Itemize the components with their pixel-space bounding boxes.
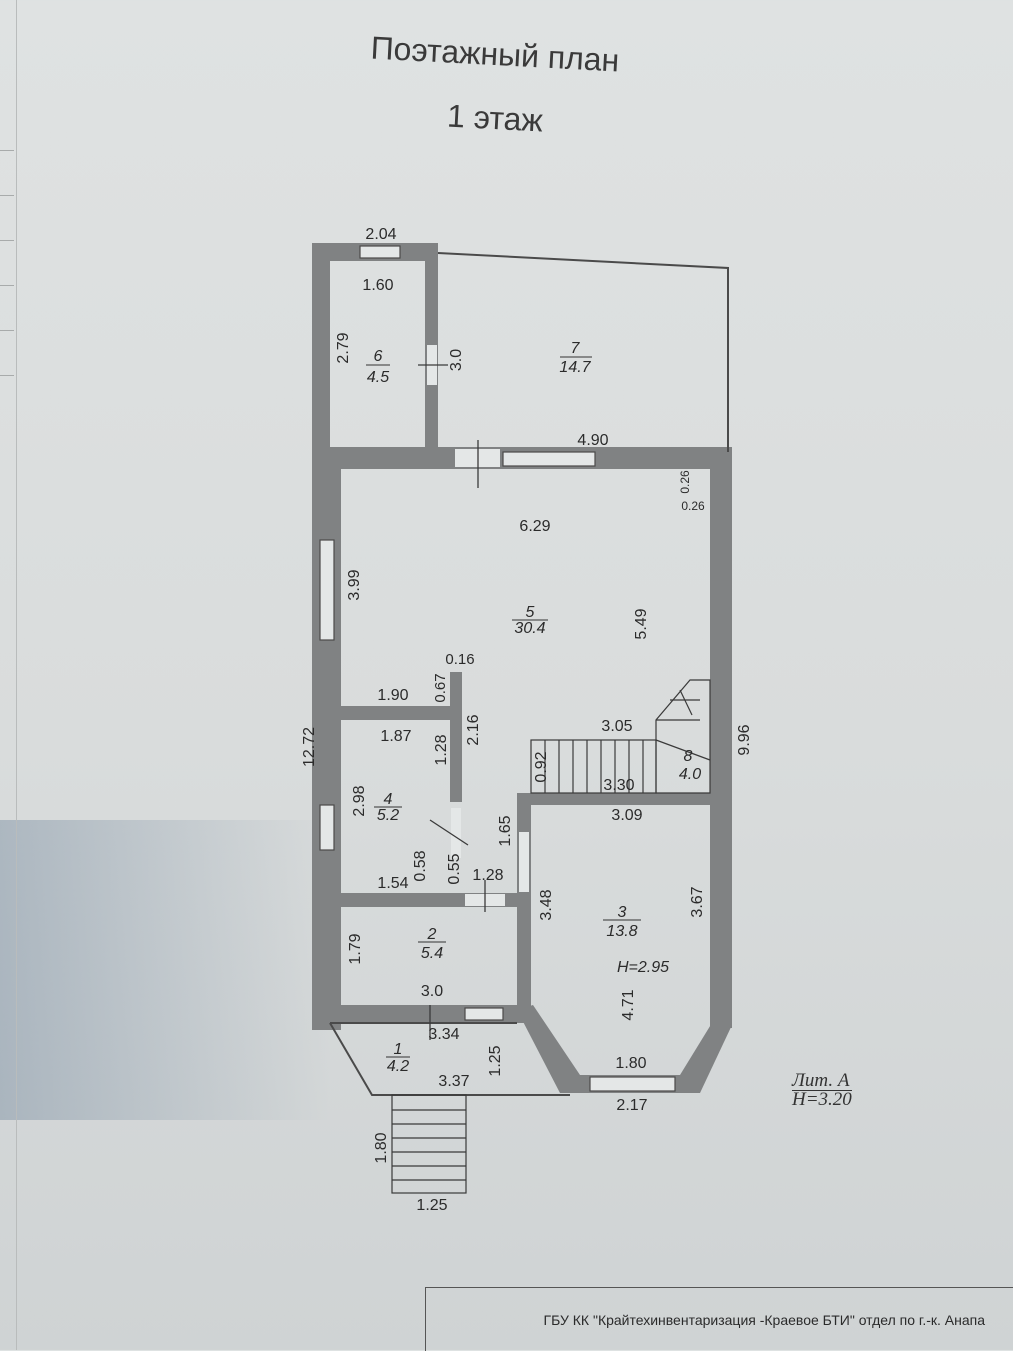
- door-swings: [418, 364, 486, 1040]
- room7-outline: [437, 252, 729, 452]
- room-7-number: 7: [571, 340, 581, 357]
- room-5-number: 5: [526, 604, 535, 621]
- dim-label: 3.09: [611, 807, 642, 824]
- dim-label: 1.80: [615, 1055, 646, 1072]
- room-2-area: 5.4: [421, 945, 443, 962]
- dim-label: 5.49: [633, 608, 650, 639]
- stamp-box: [425, 1287, 1013, 1351]
- room-8-area: 4.0: [679, 766, 701, 783]
- dim-label: 2.16: [465, 714, 482, 745]
- dim-label: 1.28: [472, 867, 503, 884]
- room-5-area: 30.4: [514, 620, 545, 637]
- windows: [319, 245, 676, 1092]
- room-labels: 6 4.5 7 14.7 5 30.4 4 5.2 8 4.0 3 13.8 2…: [366, 340, 701, 1075]
- entrance-steps: [391, 1094, 467, 1194]
- room-1-area: 4.2: [387, 1058, 409, 1075]
- wall-right-3: [710, 793, 732, 1028]
- dim-label: 1.80: [373, 1132, 390, 1163]
- dim-label: 3.99: [346, 569, 363, 600]
- window: [464, 1007, 504, 1021]
- room-6-area: 4.5: [367, 369, 389, 386]
- margin-tick: [0, 330, 14, 331]
- room-2-number: 2: [427, 926, 437, 943]
- room-4-area: 5.2: [377, 807, 399, 824]
- dimension-labels: 2.04 1.60 4.90 0.26 6.29 0.16 1.90 1.87 …: [362, 226, 705, 1214]
- page-margin-line: [0, 0, 17, 1350]
- dim-label: 1.87: [380, 728, 411, 745]
- room-8-number: 8: [684, 748, 693, 765]
- dim-label: 1.65: [497, 815, 514, 846]
- room-3-height: H=2.95: [617, 959, 669, 976]
- dim-label: 12.72: [301, 727, 318, 767]
- room-4-number: 4: [384, 791, 393, 808]
- porch-outline: [329, 1022, 570, 1096]
- wall-top-4: [330, 706, 460, 720]
- dim-label: 4.71: [620, 989, 637, 1020]
- dim-label: 1.25: [416, 1197, 447, 1214]
- dim-label: 1.28: [433, 734, 450, 765]
- lit-height: H=3.20: [792, 1089, 852, 1110]
- window: [589, 1076, 676, 1092]
- photo-shadow: [0, 820, 330, 1120]
- door: [451, 808, 461, 858]
- dim-label: 0.92: [533, 751, 550, 782]
- margin-tick: [0, 195, 14, 196]
- staircase: [530, 679, 711, 794]
- wall-bay-right: [680, 1018, 732, 1093]
- window: [359, 245, 401, 259]
- dim-label: 3.05: [601, 718, 632, 735]
- window: [502, 451, 596, 467]
- dim-label: 3.67: [689, 886, 706, 917]
- wall-right-5: [710, 447, 732, 797]
- dim-label: 1.79: [347, 933, 364, 964]
- dim-label: 1.54: [377, 875, 408, 892]
- margin-tick: [0, 240, 14, 241]
- dim-label: 3.30: [603, 777, 634, 794]
- window: [319, 539, 335, 641]
- dim-label: 0.55: [446, 853, 463, 884]
- room-3-area: 13.8: [606, 923, 637, 940]
- dim-label: 0.16: [445, 651, 474, 668]
- dim-label: 1.90: [377, 687, 408, 704]
- dim-label: 2.04: [365, 226, 396, 243]
- dim-label: 3.34: [428, 1026, 459, 1043]
- dim-label: 9.96: [736, 724, 753, 755]
- lit-label: Лит. А H=3.20: [792, 1070, 852, 1110]
- dim-label: 2.79: [335, 332, 352, 363]
- dim-label: 0.67: [432, 673, 449, 702]
- room-7-area: 14.7: [559, 359, 591, 376]
- dim-label: 0.26: [678, 470, 692, 494]
- dim-label: 3.0: [421, 983, 443, 1000]
- dim-label: 0.58: [412, 850, 429, 881]
- dim-label: 1.25: [487, 1045, 504, 1076]
- dim-label: 3.48: [538, 889, 555, 920]
- dim-label: 3.37: [438, 1073, 469, 1090]
- wall-bay-left: [517, 1005, 580, 1093]
- margin-tick: [0, 375, 14, 376]
- margin-tick: [0, 150, 14, 151]
- room-3-number: 3: [618, 904, 627, 921]
- margin-tick: [0, 285, 14, 286]
- door: [519, 832, 529, 892]
- vertical-dimension-labels: 2.79 3.0 0.26 3.99 5.49 12.72 9.96 0.67 …: [301, 332, 753, 1163]
- wall-top-3: [517, 793, 729, 805]
- lit-name: Лит. А: [792, 1070, 850, 1091]
- window: [319, 804, 335, 851]
- wall-right-4: [450, 672, 462, 802]
- room-6-number: 6: [374, 348, 383, 365]
- dim-label: 1.60: [362, 277, 393, 294]
- room-1-number: 1: [394, 1041, 403, 1058]
- dim-label: 2.98: [351, 785, 368, 816]
- dim-label: 3.0: [448, 349, 465, 371]
- wall-right-2: [517, 793, 531, 1023]
- footer-organization: ГБУ КК "Крайтехинвентаризация -Краевое Б…: [543, 1312, 985, 1328]
- dim-label: 6.29: [519, 518, 550, 535]
- dim-label: 4.90: [577, 432, 608, 449]
- dim-label: 0.26: [681, 499, 705, 513]
- dim-label: 2.17: [616, 1097, 647, 1114]
